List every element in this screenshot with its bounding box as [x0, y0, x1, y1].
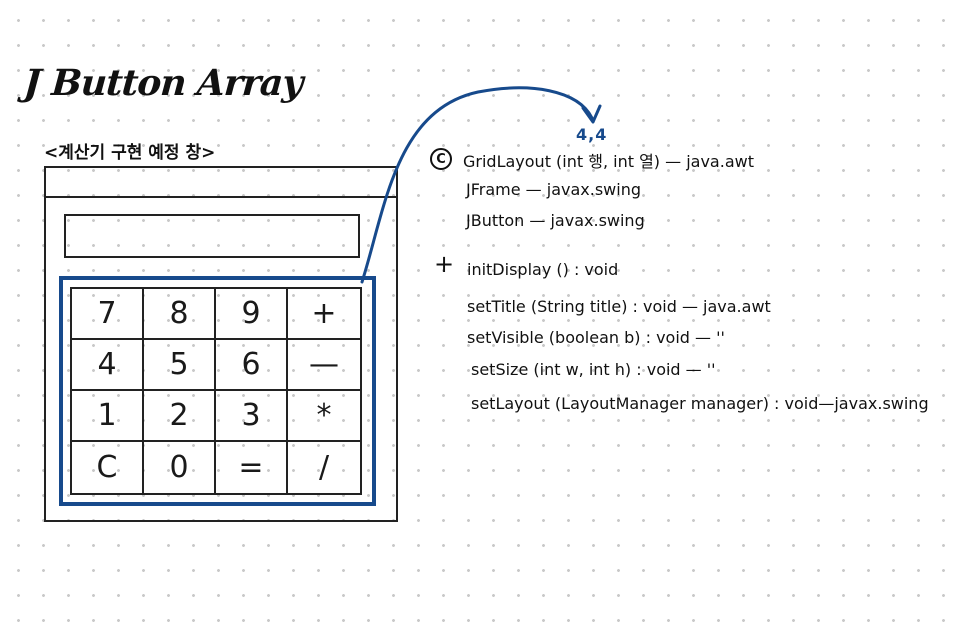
calc-key[interactable]: C — [72, 442, 144, 493]
calc-key[interactable]: 9 — [216, 289, 288, 340]
class-line-gridlayout: GridLayout (int 행, int 열) — java.awt — [463, 152, 754, 171]
calc-key[interactable]: + — [288, 289, 360, 340]
calc-key[interactable]: 6 — [216, 340, 288, 391]
calc-key[interactable]: * — [288, 391, 360, 442]
method-line-settitle: setTitle (String title) : void — java.aw… — [467, 297, 771, 316]
calc-key[interactable]: = — [216, 442, 288, 493]
calc-key[interactable]: 5 — [144, 340, 216, 391]
grid-dimension-label: 4,4 — [576, 125, 608, 144]
method-line-setvisible: setVisible (boolean b) : void — '' — [467, 328, 725, 347]
class-line-jframe: JFrame — javax.swing — [466, 180, 641, 199]
calculator-display — [64, 214, 360, 258]
calc-key[interactable]: — — [288, 340, 360, 391]
method-line-setsize: setSize (int w, int h) : void — '' — [471, 360, 716, 379]
method-line-initdisplay: initDisplay () : void — [467, 260, 619, 279]
calc-key[interactable]: 2 — [144, 391, 216, 442]
calc-key[interactable]: 4 — [72, 340, 144, 391]
arrowhead — [581, 104, 602, 124]
calc-key[interactable]: / — [318, 450, 330, 485]
window-titlebar-divider — [46, 196, 396, 198]
window-caption: <계산기 구현 예정 창> — [44, 143, 216, 163]
class-icon: C — [430, 148, 452, 170]
calc-key[interactable]: 7 — [72, 289, 144, 340]
connector-curve — [360, 86, 594, 284]
calc-key[interactable]: 8 — [144, 289, 216, 340]
calc-key[interactable]: 0 — [144, 442, 216, 493]
class-line-jbutton: JButton — javax.swing — [466, 211, 645, 230]
calc-key[interactable]: 1 — [72, 391, 144, 442]
public-method-icon: + — [434, 250, 455, 278]
method-line-setlayout: setLayout (LayoutManager manager) : void… — [471, 394, 929, 413]
calc-key[interactable]: 3 — [216, 391, 288, 442]
